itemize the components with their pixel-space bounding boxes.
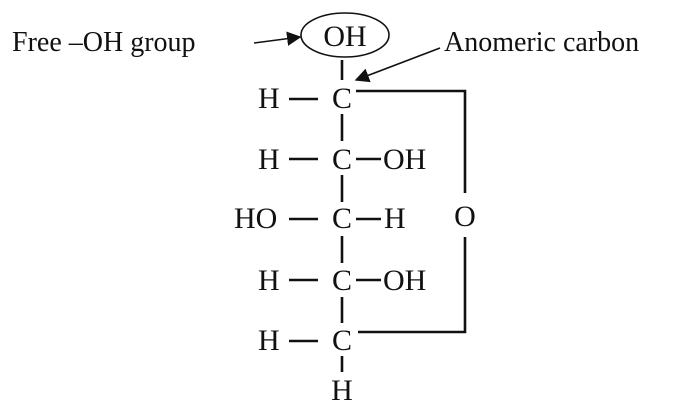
ho-group: HO bbox=[234, 202, 277, 235]
anomeric-carbon-label: Anomeric carbon bbox=[444, 27, 639, 58]
carbon-atom-2: C bbox=[332, 143, 352, 176]
free-oh-group-label: Free –OH group bbox=[12, 27, 196, 58]
carbon-atom-1: C bbox=[332, 82, 352, 115]
carbon-atom-4: C bbox=[332, 264, 352, 297]
free-oh-arrow bbox=[253, 31, 302, 46]
carbon-atom-5: C bbox=[332, 324, 352, 357]
ring-bridge: O bbox=[356, 89, 476, 334]
free-oh-circle bbox=[300, 12, 390, 58]
carbon-row-4: H C OH bbox=[258, 264, 426, 297]
h-atom: H bbox=[258, 143, 280, 176]
oh-group: OH bbox=[383, 143, 426, 176]
oh-group: OH bbox=[383, 264, 426, 297]
bottom-h-atom: H bbox=[331, 374, 353, 407]
carbon-row-3: HO C H bbox=[234, 202, 406, 235]
ring-oxygen-atom: O bbox=[454, 200, 476, 233]
carbon-row-2: H C OH bbox=[258, 143, 426, 176]
h-atom: H bbox=[258, 264, 280, 297]
top-oh-text: OH bbox=[323, 20, 366, 53]
carbon-row-1: H C bbox=[258, 82, 352, 115]
h-atom: H bbox=[258, 82, 280, 115]
anomeric-carbon-arrow bbox=[354, 47, 441, 83]
carbon-atom-3: C bbox=[332, 202, 352, 235]
h-atom: H bbox=[258, 324, 280, 357]
h-atom: H bbox=[384, 202, 406, 235]
carbon-row-5: H C bbox=[258, 324, 352, 357]
